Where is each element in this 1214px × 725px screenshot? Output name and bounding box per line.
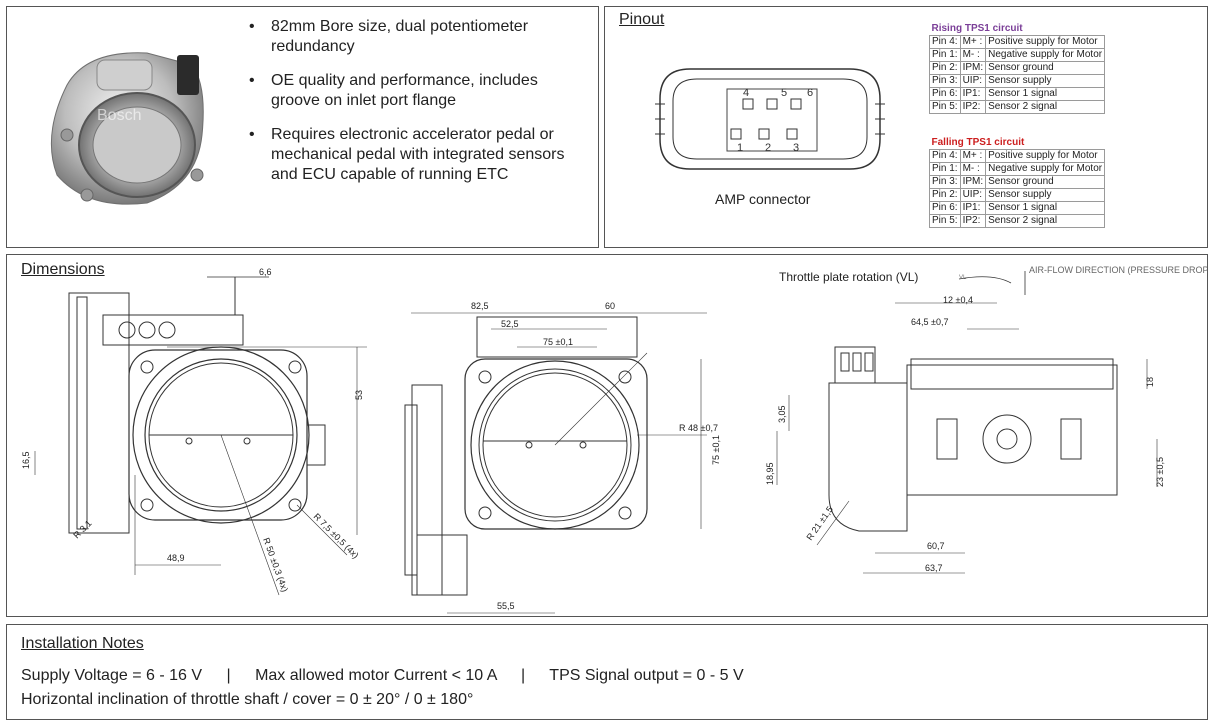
dim-label: 23 ±0,5 [1155,457,1165,487]
motor-current: Max allowed motor Current < 10 A [255,667,497,684]
dim-label: 82,5 [471,301,489,311]
dimensions-title: Dimensions [21,261,105,278]
rotation-label: Throttle plate rotation (VL) [779,270,918,284]
installation-title: Installation Notes [21,635,144,652]
pinout-panel: Pinout 4 5 6 1 2 3 AMP connector Rising … [604,6,1208,248]
pinout-title: Pinout [619,11,665,28]
installation-panel: Installation Notes Supply Voltage = 6 - … [6,624,1208,720]
front-view-drawing [34,276,367,596]
amp-connector-label: AMP connector [715,191,811,207]
dim-label: 16,5 [21,451,31,469]
pin-number: 1 [737,142,743,154]
dim-label: 12 ±0,4 [943,295,973,305]
dim-label: 55,5 [497,601,515,611]
feature-item: Requires electronic accelerator pedal or… [245,125,585,185]
dim-label: 48,9 [167,553,185,563]
dim-label: 63,7 [925,563,943,573]
feature-item: 82mm Bore size, dual potentiometer redun… [245,17,585,57]
product-panel: Bosch 82mm Bore size, dual potentiometer… [6,6,599,248]
throttle-body-photo: Bosch [50,52,204,205]
dim-label: 53 [354,390,364,400]
rising-table-title: Rising TPS1 circuit [931,23,1023,34]
dim-label: R 7,5 ±0,5 (4x) [312,511,361,560]
side-view-drawing [776,271,1158,574]
pin-number: 3 [793,142,799,154]
pin-number: 5 [781,87,787,99]
dim-label: 6,6 [259,267,272,277]
dimension-drawings: 6,6 53 16,5 R 3,1 48,9 R 50 ±0,3 (4x) R … [21,265,1207,614]
airflow-label: AIR-FLOW DIRECTION (PRESSURE DROP) [1029,265,1207,275]
dim-label: R 3,1 [71,518,93,540]
pin-number: 2 [765,142,771,154]
table-row: Pin 2:UIP:Sensor supply [929,188,1106,202]
dim-label: R 21 ±1,5 [804,504,835,542]
feature-list: 82mm Bore size, dual potentiometer redun… [245,17,585,199]
falling-table-title: Falling TPS1 circuit [931,137,1025,148]
table-row: Pin 3:IPM:Sensor ground [929,175,1106,189]
table-row: Pin 5:IP2:Sensor 2 signal [929,100,1106,114]
separator: | [226,667,231,684]
dim-label: 3,05 [777,405,787,423]
dim-label: 75 ±0,1 [711,435,721,465]
tps-output: TPS Signal output = 0 - 5 V [549,667,744,684]
table-row: Pin 1:M- :Negative supply for Motor [929,162,1106,176]
table-row: Pin 6:IP1:Sensor 1 signal [929,87,1106,101]
dim-label: R 48 ±0,7 [679,423,718,433]
dim-label: 60,7 [927,541,945,551]
dim-label: 75 ±0,1 [543,337,573,347]
installation-specs-line: Supply Voltage = 6 - 16 V | Max allowed … [21,667,744,685]
pin-number: 4 [743,87,749,99]
separator: | [520,667,526,684]
dim-label: 64,5 ±0,7 [911,317,948,327]
plate-view-drawing [404,312,707,614]
amp-connector-drawing: 4 5 6 1 2 3 [655,68,885,170]
table-row: Pin 4:M+ :Positive supply for Motor [929,35,1106,49]
feature-item: OE quality and performance, includes gro… [245,71,585,111]
falling-tps-table: Falling TPS1 circuit Pin 4:M+ :Positive … [929,137,1106,228]
table-row: Pin 6:IP1:Sensor 1 signal [929,201,1106,215]
table-row: Pin 5:IP2:Sensor 2 signal [929,214,1106,228]
table-row: Pin 2:IPM:Sensor ground [929,61,1106,75]
inclination-note: Horizontal inclination of throttle shaft… [21,691,474,708]
dimensions-panel: Dimensions [6,254,1208,617]
table-row: Pin 4:M+ :Positive supply for Motor [929,149,1106,163]
table-row: Pin 3:UIP:Sensor supply [929,74,1106,88]
dim-label: 60 [605,301,615,311]
dim-label: 52,5 [501,319,519,329]
dim-label: 18 [1145,377,1155,387]
pin-number: 6 [807,87,813,99]
dim-label: 18,95 [765,462,775,485]
rising-tps-table: Rising TPS1 circuit Pin 4:M+ :Positive s… [929,23,1106,114]
rotation-marker: VL [959,275,967,281]
supply-voltage: Supply Voltage = 6 - 16 V [21,667,203,684]
table-row: Pin 1:M- :Negative supply for Motor [929,48,1106,62]
bosch-watermark: Bosch [97,107,141,124]
